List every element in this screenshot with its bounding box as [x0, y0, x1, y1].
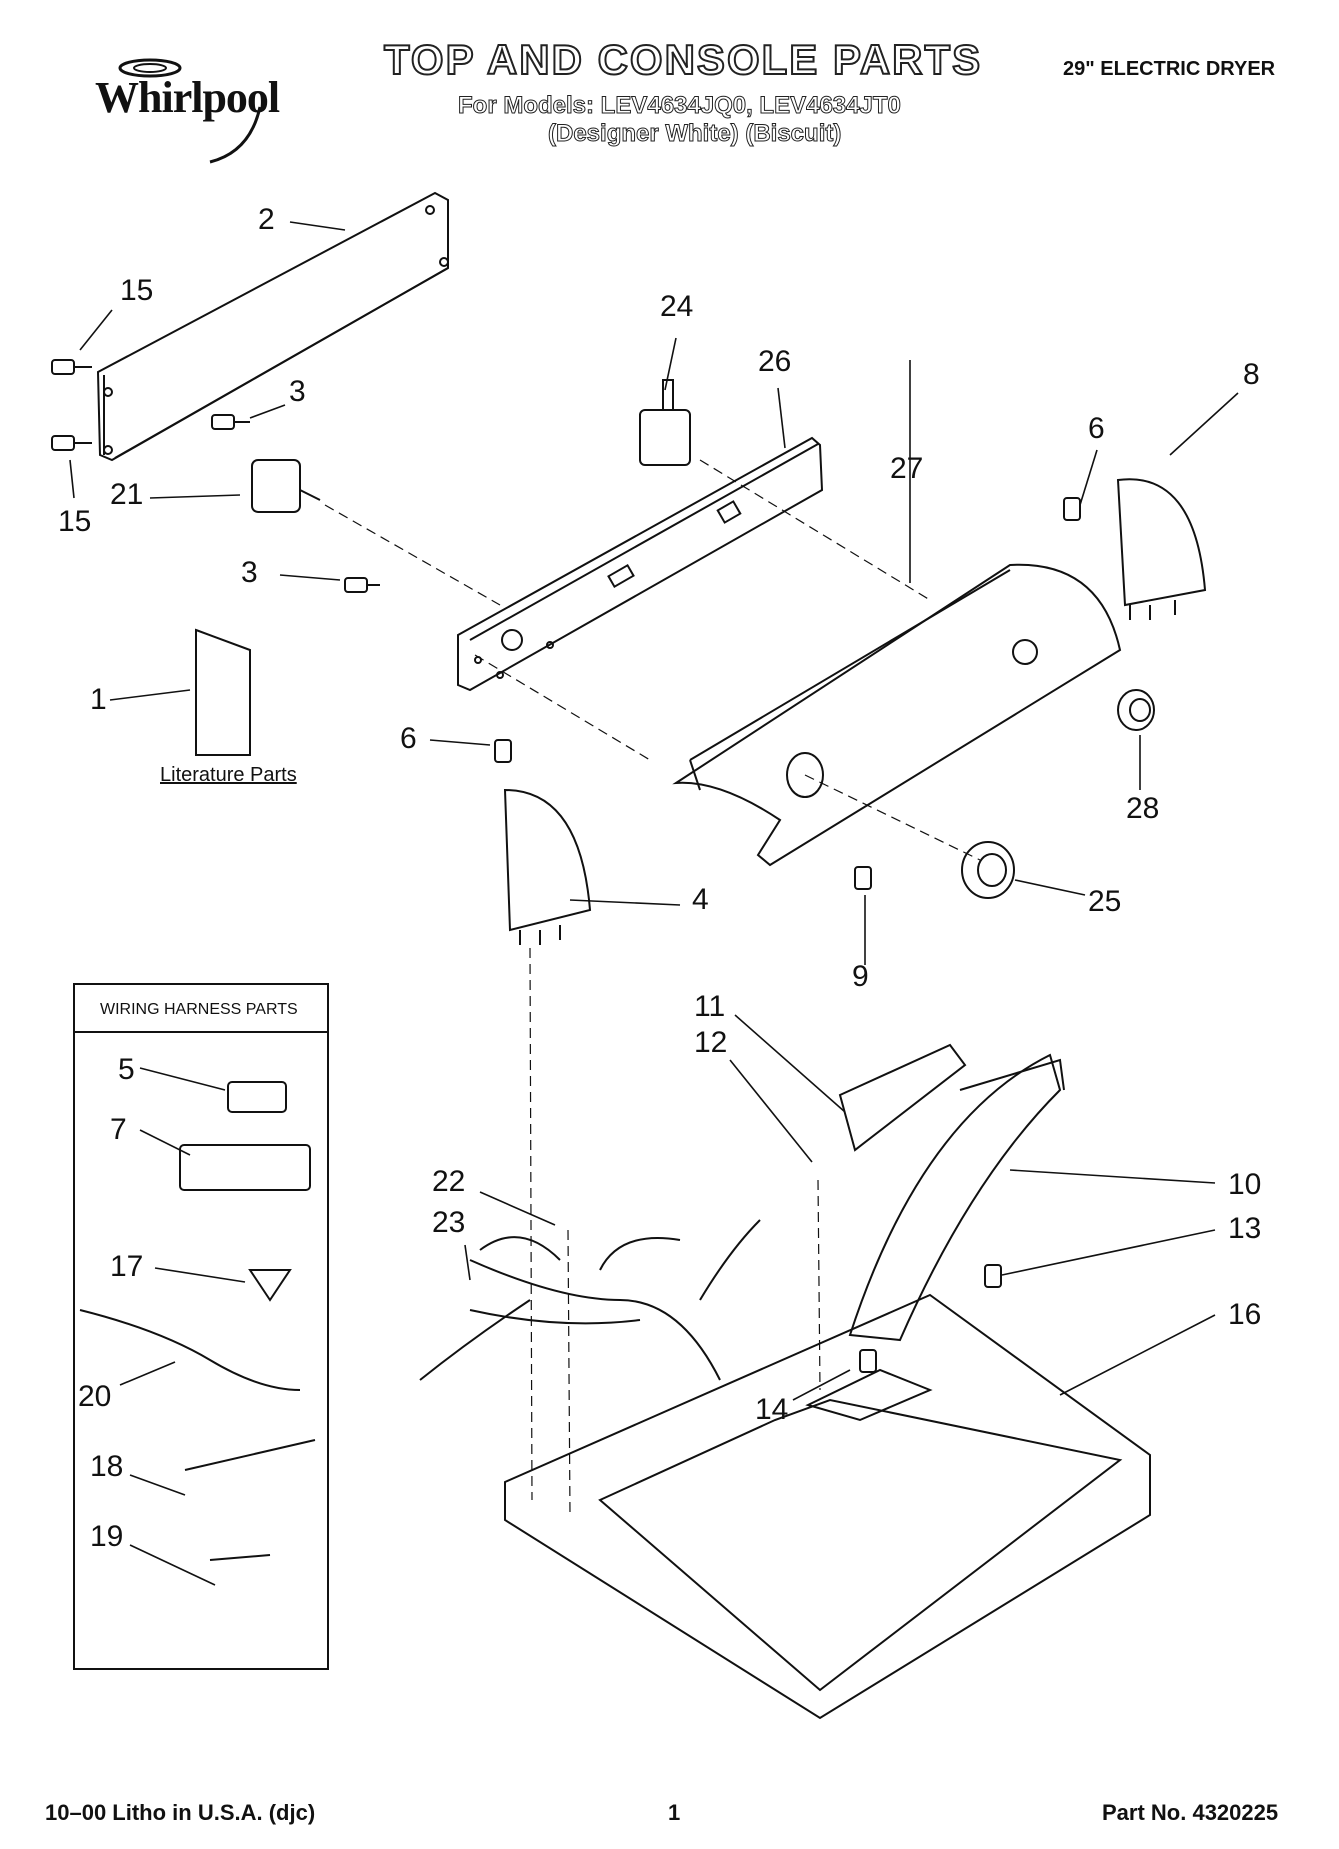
callout-6-left: 6	[400, 722, 417, 755]
footer-part-number: Part No. 4320225	[1102, 1800, 1279, 1825]
callout-14: 14	[755, 1393, 789, 1426]
callout-12: 12	[694, 1026, 728, 1059]
footer-litho: 10–00 Litho in U.S.A. (djc)	[45, 1800, 316, 1825]
part-1-literature	[195, 628, 251, 756]
logo-swirl-icon	[118, 58, 262, 164]
callout-18: 18	[90, 1450, 124, 1483]
callout-17: 17	[110, 1250, 144, 1283]
literature-parts-label: Literature Parts	[160, 764, 297, 786]
part-10-lint-housing	[848, 1053, 1065, 1342]
model-numbers: For Models: LEV4634JQ0, LEV4634JT0	[458, 92, 902, 120]
callout-9: 9	[852, 960, 869, 993]
part-2-console-back-panel	[96, 191, 449, 462]
wiring-harness-title: WIRING HARNESS PARTS	[100, 1001, 298, 1018]
callout-15-top: 15	[120, 274, 154, 307]
callout-7: 7	[110, 1113, 127, 1146]
product-type: 29" ELECTRIC DRYER	[1063, 58, 1276, 80]
part-11-lint-screen	[838, 1043, 967, 1152]
callout-5: 5	[118, 1053, 135, 1086]
callout-26: 26	[758, 345, 792, 378]
part-28-knob	[1117, 689, 1155, 731]
callout-3-bottom: 3	[241, 556, 258, 589]
part-16-dryer-top	[504, 1293, 1151, 1720]
callout-8: 8	[1243, 358, 1260, 391]
model-variants: (Designer White) (Biscuit)	[547, 120, 842, 148]
callout-21: 21	[110, 478, 144, 511]
callout-24: 24	[660, 290, 694, 323]
part-8-end-cap	[1116, 478, 1207, 620]
callout-10: 10	[1228, 1168, 1262, 1201]
harness-parts-art	[79, 1081, 316, 1561]
page-title: TOP AND CONSOLE PARTS	[383, 35, 983, 84]
callout-27: 27	[890, 452, 924, 485]
screws	[51, 359, 1081, 1373]
part-25-knob	[961, 841, 1015, 899]
callout-25: 25	[1088, 885, 1122, 918]
callout-23: 23	[432, 1206, 466, 1239]
part-24-module	[639, 379, 691, 466]
callout-6-right: 6	[1088, 412, 1105, 445]
part-27-console	[672, 563, 1122, 867]
callout-16: 16	[1228, 1298, 1262, 1331]
callout-28: 28	[1126, 792, 1160, 825]
footer-page-number: 1	[668, 1800, 681, 1825]
part-26-control-bracket	[457, 436, 824, 692]
callout-1: 1	[90, 683, 107, 716]
callout-3-top: 3	[289, 375, 306, 408]
whirlpool-logo: Whirlpool	[95, 73, 280, 122]
callout-15-bottom: 15	[58, 505, 92, 538]
callout-13: 13	[1228, 1212, 1262, 1245]
callout-20: 20	[78, 1380, 112, 1413]
part-23-wiring-harness	[419, 1219, 761, 1381]
wiring-harness-header	[75, 985, 327, 1033]
callout-19: 19	[90, 1520, 124, 1553]
callout-4: 4	[692, 883, 709, 916]
callout-22: 22	[432, 1165, 466, 1198]
callout-11: 11	[694, 990, 726, 1023]
wiring-harness-parts-box	[73, 983, 329, 1670]
part-4-end-cap	[503, 788, 592, 945]
callout-leaders	[69, 221, 1239, 1586]
alignment-dashes	[324, 459, 981, 1516]
part-21-start-switch	[251, 459, 321, 513]
callout-2: 2	[258, 203, 275, 236]
